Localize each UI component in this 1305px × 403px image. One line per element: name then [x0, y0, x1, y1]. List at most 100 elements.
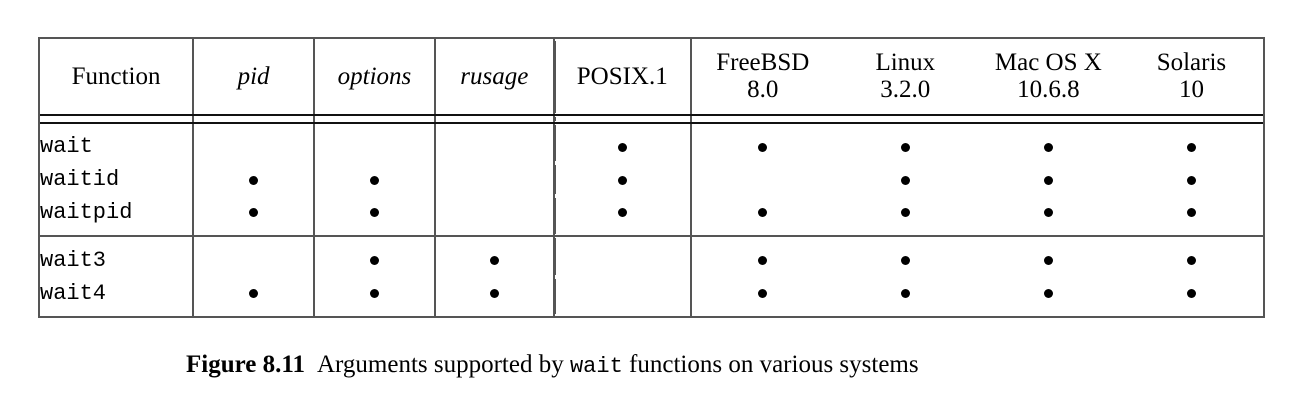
table-row: waitpid [40, 195, 1263, 238]
cell-linux [834, 277, 977, 316]
wait-functions-table: Function pid options rusage POSIX.1 Free… [40, 39, 1263, 316]
table-row: wait4 [40, 276, 1263, 316]
figure-caption-text-after: functions on various systems [629, 351, 919, 378]
column-header-macosx-label: Mac OS X [994, 49, 1102, 77]
cell-freebsd [691, 123, 834, 163]
cell-linux [834, 123, 977, 163]
header-rule-cell [193, 115, 315, 125]
cell-macosx [977, 236, 1120, 276]
column-header-options-label: options [337, 62, 412, 90]
cell-freebsd [691, 163, 834, 196]
cell-function-name: waitid [40, 163, 195, 196]
cell-solaris [1120, 277, 1263, 316]
cell-pid [193, 276, 315, 316]
header-rule-cell [833, 115, 977, 125]
cell-macosx [976, 195, 1120, 238]
column-header-rusage: rusage [434, 39, 555, 117]
mark-dot [249, 289, 259, 299]
column-header-function: Function [40, 39, 195, 117]
mark-dot [369, 255, 379, 265]
figure-caption-text-before: Arguments supported by [316, 351, 564, 378]
mark-dot [1043, 255, 1053, 265]
mark-dot [249, 175, 259, 185]
cell-linux [834, 163, 977, 196]
header-rule-cell [40, 115, 195, 125]
cell-posix [553, 195, 692, 238]
column-header-options: options [314, 39, 436, 117]
cell-function-name: wait4 [40, 276, 195, 316]
header-rule-cell [553, 115, 692, 125]
table-row: wait3 [40, 236, 1263, 277]
cell-rusage [434, 236, 555, 277]
mark-dot [369, 289, 379, 299]
header-rule-cell [1119, 115, 1263, 125]
mark-dot [1186, 175, 1196, 185]
mark-dot [900, 175, 910, 185]
cell-solaris [1119, 195, 1263, 238]
mark-dot [900, 208, 910, 218]
cell-options [314, 195, 436, 238]
mark-dot [1186, 289, 1196, 299]
cell-pid [193, 123, 315, 164]
cell-macosx [977, 277, 1120, 316]
cell-freebsd [691, 236, 834, 276]
mark-dot [758, 289, 768, 299]
header-rule-cell [314, 115, 436, 125]
mark-dot [617, 142, 627, 152]
cell-linux [833, 195, 977, 238]
column-header-pid: pid [193, 39, 315, 117]
mark-dot [900, 255, 910, 265]
column-header-linux-label: Linux [875, 49, 936, 77]
cell-rusage [434, 276, 555, 316]
cell-options [314, 276, 436, 316]
column-header-freebsd-label: FreeBSD [716, 49, 810, 77]
column-header-solaris-version: 10 [1178, 75, 1204, 103]
header-rule-cell [690, 115, 834, 125]
column-header-macosx: Mac OS X 10.6.8 [976, 39, 1120, 117]
figure-table: Function pid options rusage POSIX.1 Free… [38, 37, 1265, 318]
column-header-linux-version: 3.2.0 [880, 75, 931, 103]
mark-dot [369, 208, 379, 218]
cell-function-name: wait3 [40, 236, 195, 277]
column-header-pid-label: pid [237, 62, 270, 90]
mark-dot [489, 289, 499, 299]
mark-dot [758, 255, 768, 265]
mark-dot [249, 208, 259, 218]
mark-dot [900, 142, 910, 152]
mark-dot [1043, 175, 1053, 185]
mark-dot [758, 208, 768, 218]
cell-rusage [434, 195, 555, 238]
column-header-rusage-label: rusage [460, 62, 529, 90]
cell-macosx [977, 163, 1120, 196]
column-header-solaris-label: Solaris [1156, 49, 1227, 77]
cell-pid [193, 236, 315, 277]
figure-caption-mono-term: wait [569, 354, 623, 379]
cell-options [314, 123, 436, 164]
cell-function-name: waitpid [40, 195, 195, 238]
table-body: Function pid options rusage POSIX.1 Free… [40, 39, 1263, 316]
column-header-linux: Linux 3.2.0 [833, 39, 977, 117]
cell-rusage [434, 163, 555, 196]
cell-freebsd [690, 195, 834, 238]
mark-dot [1043, 142, 1053, 152]
cell-solaris [1120, 236, 1263, 276]
cell-posix [553, 123, 692, 164]
mark-dot [1186, 208, 1196, 218]
mark-dot [617, 208, 627, 218]
column-header-posix: POSIX.1 [553, 39, 692, 117]
mark-dot [369, 175, 379, 185]
cell-macosx [977, 123, 1120, 163]
mark-dot [1186, 255, 1196, 265]
cell-options [314, 236, 436, 277]
table-row: wait [40, 123, 1263, 164]
cell-posix [553, 236, 692, 277]
cell-rusage [434, 123, 555, 164]
cell-posix [553, 276, 692, 316]
header-double-rule [40, 115, 1263, 125]
column-header-freebsd-version: 8.0 [747, 75, 779, 103]
cell-options [314, 163, 436, 196]
column-header-posix-label: POSIX.1 [576, 62, 668, 90]
cell-posix [553, 163, 692, 196]
cell-solaris [1120, 163, 1263, 196]
column-header-freebsd: FreeBSD 8.0 [690, 39, 834, 117]
